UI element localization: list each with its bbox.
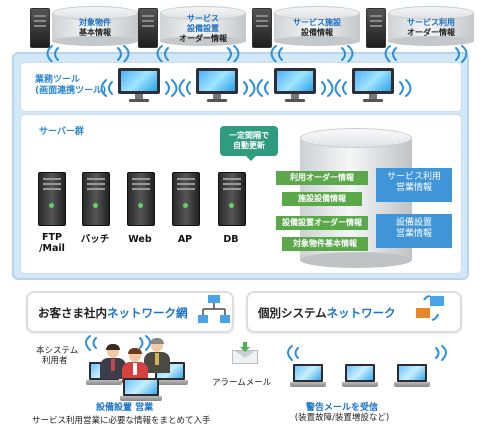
warning-label: 警告メールを受信 (装置故障/装置増設など) [294,403,390,423]
db-label: サービス [187,14,219,23]
server-label-web: Web [128,234,152,245]
db-label: オーダー情報 [179,34,227,43]
server-tower-icon [218,172,246,226]
db-label: 基本情報 [79,28,111,37]
system-users-label: 本システム利用者 [36,346,79,366]
server-icon [30,8,50,48]
monitor-icon [196,68,238,102]
monitor-icon [118,68,160,102]
database-icon: サービス設備設置オーダー情報 [160,6,246,46]
laptop-icon [394,364,430,388]
auto-update-callout: 一定間隔で自動更新 [220,126,278,161]
db-label: サービス施設 [293,18,341,27]
customer-network-box: お客さま社内ネットワーク網 [26,291,234,333]
database-icon: サービス利用オーダー情報 [388,6,474,46]
tag-service-usage-sales: サービス利用営業情報 [376,168,452,202]
tag-install-order: 設備設置オーダー情報 [276,216,368,230]
tools-title: 業務ツール [35,75,81,85]
mail-icon [232,342,258,364]
alarm-mail-label: アラームメール [212,378,272,388]
server-tower-icon [127,172,155,226]
sales-desc: サービス利用営業に必要な情報をまとめて入手 [32,416,211,426]
db-label: 対象物件 [79,18,111,27]
tag-facility-equipment: 施設設備情報 [282,192,362,206]
network-left-a: お客さま社内 [38,306,107,320]
db-service-facility: サービス施設設備情報 [252,6,364,48]
sales-title: 設備設置 営業 [96,403,154,413]
server-tower-icon [172,172,200,226]
database-icon: サービス施設設備情報 [274,6,360,46]
db-service-usage: サービス利用オーダー情報 [366,6,478,48]
db-service-install: サービス設備設置オーダー情報 [138,6,250,48]
network-left-b: ネットワーク網 [107,306,188,320]
server-tower-icon [38,172,66,226]
server-label-db: DB [223,234,239,245]
monitor-icon [274,68,316,102]
person-icon [100,344,126,379]
db-label: オーダー情報 [407,28,455,37]
server-label-batch: バッチ [80,234,110,245]
db-label: 設備情報 [301,28,333,37]
tag-install-sales: 設備設置営業情報 [376,214,452,248]
laptop-icon [342,364,378,388]
server-label-ftp: FTP/Mail [39,232,65,254]
network-topology-icon [198,295,230,323]
database-icon: 対象物件基本情報 [52,6,138,46]
wireless-waves [46,45,468,63]
db-target-property: 対象物件基本情報 [30,6,142,48]
network-connection-icon [416,295,444,321]
tools-subtitle: (画面連携ツール) [35,86,107,96]
person-icon [144,338,170,373]
db-label: 設備設置 [187,24,219,33]
server-label-ap: AP [177,234,193,245]
person-icon [122,348,148,383]
server-tower-icon [82,172,110,226]
server-icon [138,8,158,48]
server-icon [366,8,386,48]
monitor-icon [352,68,394,102]
servers-title: サーバー群 [39,127,84,137]
network-right-a: 個別システム [258,306,327,320]
tag-usage-order: 利用オーダー情報 [276,171,368,185]
monitor-waves [100,79,412,97]
laptop-icon [120,378,162,402]
network-right-b: ネットワーク [326,306,396,320]
db-label: サービス利用 [407,18,455,27]
tag-property-basic: 対象物件基本情報 [282,237,368,251]
laptop-icon [290,364,326,388]
server-icon [252,8,272,48]
